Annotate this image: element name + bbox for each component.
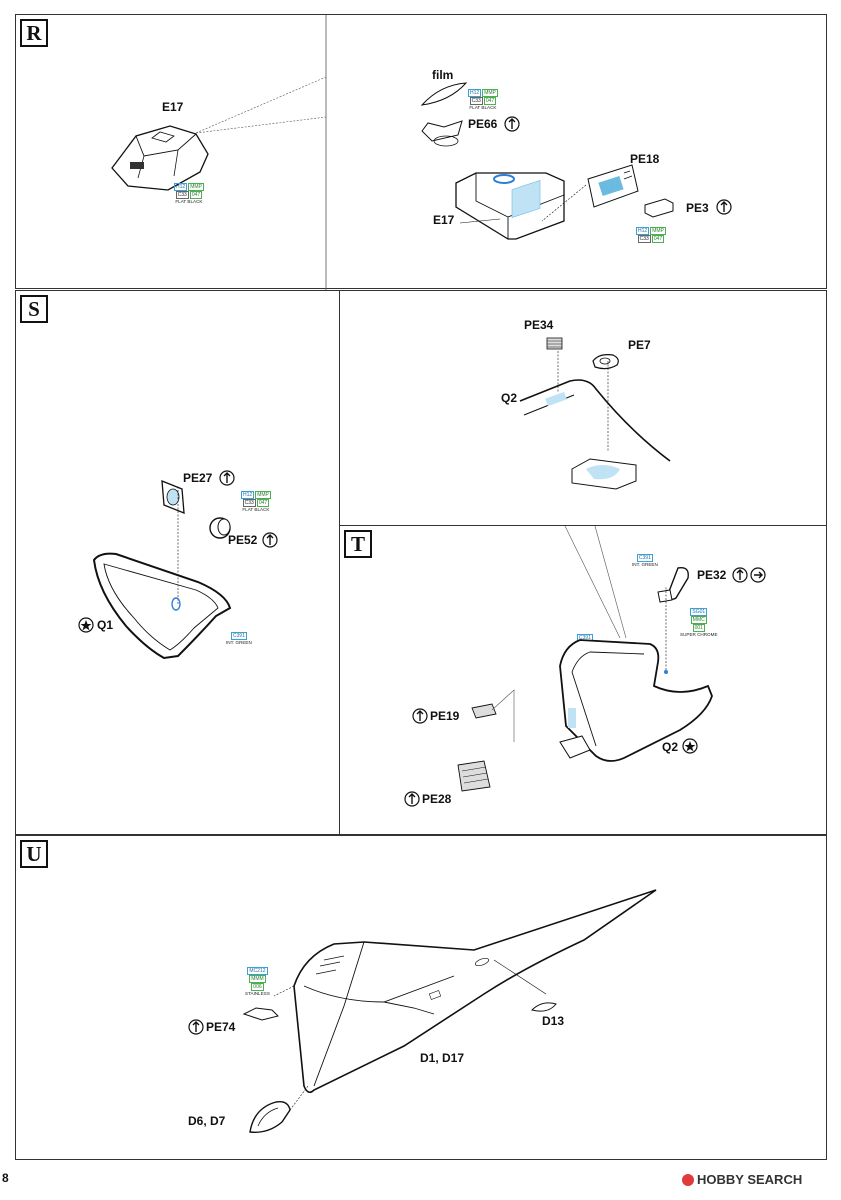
- pe74-part-drawing: [242, 1007, 279, 1021]
- pe19-fold-icon: [412, 708, 428, 724]
- pe32-fold-icon: [732, 567, 748, 583]
- label-e17-left: E17: [162, 100, 184, 114]
- q2-top-part-drawing: [519, 351, 671, 490]
- pe19-part-drawing: [471, 703, 497, 719]
- hobby-search-logo-icon: [682, 1173, 694, 1186]
- pe28-fold-icon: [404, 791, 420, 807]
- pe3-fold-icon: [716, 199, 732, 215]
- label-d1-d17: D1, D17: [420, 1051, 465, 1065]
- pe52-fold-icon: [262, 532, 278, 548]
- film-part-drawing: [420, 82, 468, 106]
- pe28-part-drawing: [457, 760, 491, 792]
- pe66-part-drawing: [421, 120, 463, 147]
- watermark: HOBBY SEARCH: [682, 1172, 802, 1187]
- label-film: film: [432, 68, 454, 82]
- step-r-divider: [195, 15, 327, 290]
- step-t-leaders: [564, 525, 627, 639]
- paint-callout-stainless: MC212 MMM 006 STAINLESS: [245, 967, 270, 996]
- label-pe18: PE18: [630, 152, 660, 166]
- pe32-part-drawing: [657, 567, 689, 603]
- pe52-part-drawing: [209, 517, 231, 539]
- q2-tub-drawing: [559, 586, 713, 762]
- paint-callout-q1: C391 INT. GREEN: [226, 632, 252, 645]
- pe27-part-drawing: [161, 480, 185, 514]
- step-u-panel: U D13 D1, D17 MC212 MMM 006 STAINLESS PE…: [15, 835, 827, 1160]
- label-e17-right: E17: [433, 213, 455, 227]
- e17-part-drawing: [111, 125, 209, 191]
- paint-callout-pe32: C391 INT. GREEN: [632, 554, 658, 567]
- d6-d7-part-drawing: [249, 1100, 291, 1133]
- pe19-leader: [491, 689, 515, 742]
- q1-part-drawing: [92, 486, 232, 660]
- label-pe7: PE7: [628, 338, 651, 352]
- pe74-fold-icon: [188, 1019, 204, 1035]
- step-u-letter: U: [20, 840, 48, 868]
- e17-assembly-drawing: [455, 172, 565, 240]
- page-number: 8: [2, 1171, 9, 1185]
- label-pe19: PE19: [430, 709, 460, 723]
- label-pe32: PE32: [697, 568, 727, 582]
- pe27-fold-icon: [219, 470, 235, 486]
- watermark-text: HOBBY SEARCH: [697, 1172, 803, 1187]
- label-q1: Q1: [97, 618, 114, 632]
- q1-assembly-icon: [78, 617, 94, 633]
- label-pe27: PE27: [183, 471, 213, 485]
- label-pe3: PE3: [686, 201, 709, 215]
- step-t-letter: T: [344, 530, 372, 558]
- e17-leader: [459, 218, 501, 224]
- label-q2-top: Q2: [501, 391, 518, 405]
- label-d6-d7: D6, D7: [188, 1114, 226, 1128]
- pe7-part-drawing: [592, 354, 619, 370]
- label-d13: D13: [542, 1014, 565, 1028]
- fuselage-wing-drawing: [273, 889, 657, 1119]
- d13-part-drawing: [531, 1002, 557, 1012]
- label-pe34: PE34: [524, 318, 554, 332]
- pe18-part-drawing: [587, 164, 639, 208]
- label-pe66: PE66: [468, 117, 498, 131]
- pe34-part-drawing: [546, 337, 563, 350]
- pe32-bend-icon: [750, 567, 766, 583]
- pe3-part-drawing: [644, 198, 674, 218]
- step-s-letter: S: [20, 295, 48, 323]
- paint-callout-super-chrome: SG01 MMC 001 SUPER CHROME: [680, 608, 718, 637]
- step-t-panel: T C391 INT. GREEN PE32 SG01 MMC 001 SUPE…: [339, 525, 827, 835]
- label-pe28: PE28: [422, 792, 452, 806]
- label-q2-t: Q2: [662, 740, 679, 754]
- pe66-fold-icon: [504, 116, 520, 132]
- label-pe74: PE74: [206, 1020, 236, 1034]
- q2-t-assembly-icon: [682, 738, 698, 754]
- pe18-leader: [541, 184, 587, 222]
- step-r-letter: R: [20, 19, 48, 47]
- label-pe52: PE52: [228, 533, 258, 547]
- step-s-detail-panel: PE34 PE7 Q2: [339, 290, 827, 526]
